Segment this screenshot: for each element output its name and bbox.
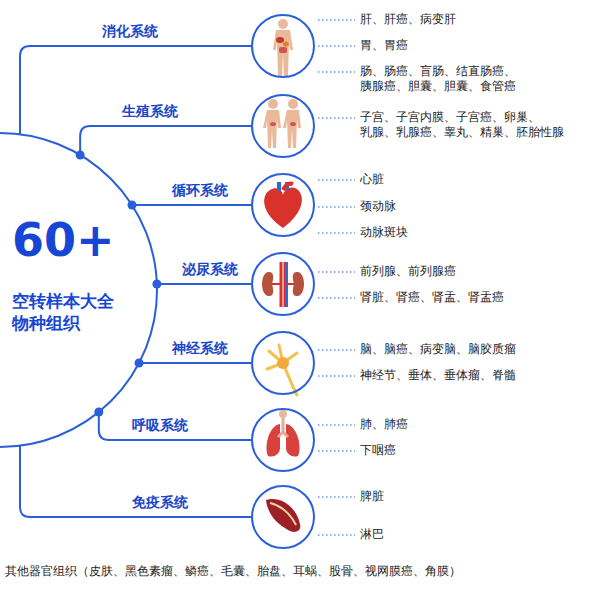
organ-list: 肺、肺癌 bbox=[360, 417, 565, 432]
organ-list: 前列腺、前列腺癌 bbox=[360, 264, 565, 279]
reproductive-icon bbox=[263, 99, 301, 148]
system-circle: 免疫系统 bbox=[251, 485, 315, 549]
spleen-icon bbox=[266, 499, 300, 532]
organ-list: 脾脏 bbox=[360, 489, 565, 504]
body-icon bbox=[273, 19, 293, 76]
system-heading: 呼吸系统 bbox=[132, 416, 188, 434]
hub-arc-line bbox=[0, 133, 157, 447]
organ-list: 子宫、子宫内膜、子宫癌、卵巢、 乳腺、乳腺癌、睾丸、精巢、胚胎性腺 bbox=[360, 110, 565, 140]
system-circle: 呼吸系统 bbox=[251, 408, 315, 472]
organ-list: 动脉斑块 bbox=[360, 225, 565, 240]
branch-line bbox=[99, 412, 251, 440]
system-heading: 循环系统 bbox=[172, 181, 228, 199]
system-circle: 消化系统 bbox=[251, 14, 315, 78]
organ-list: 脑、脑癌、病变脑、脑胶质瘤 bbox=[360, 342, 565, 357]
leader-lines bbox=[318, 20, 355, 535]
organ-list: 肝、肝癌、病变肝 bbox=[360, 12, 565, 27]
lung-icon bbox=[267, 410, 300, 457]
heart-icon bbox=[264, 182, 302, 228]
organ-list: 淋巴 bbox=[360, 527, 565, 542]
branch-line bbox=[139, 362, 251, 364]
system-circle: 泌尿系统 bbox=[251, 252, 315, 316]
system-heading: 泌尿系统 bbox=[182, 260, 238, 278]
system-circle: 生殖系统 bbox=[251, 94, 315, 158]
branch-line bbox=[132, 204, 251, 206]
system-heading: 生殖系统 bbox=[122, 102, 178, 120]
footnote: 其他器官组织（皮肤、黑色素瘤、鳞癌、毛囊、胎盘、耳蜗、股骨、视网膜癌、角膜） bbox=[5, 564, 597, 579]
organ-list: 肾脏、肾癌、肾盂、肾盂癌 bbox=[360, 290, 565, 305]
kidney-icon bbox=[262, 262, 304, 307]
hub-semicircle: 60+空转样本大全 物种组织消化系统生殖系统循环系统泌尿系统神经系统呼吸系统免疫… bbox=[0, 60, 170, 540]
system-circle: 神经系统 bbox=[251, 331, 315, 395]
organ-list: 心脏 bbox=[360, 172, 565, 187]
system-heading: 神经系统 bbox=[172, 339, 228, 357]
organ-list: 下咽癌 bbox=[360, 443, 565, 458]
branch-line bbox=[20, 446, 251, 517]
branch-line bbox=[80, 126, 251, 155]
organ-list: 颈动脉 bbox=[360, 199, 565, 214]
branch-line bbox=[157, 283, 251, 285]
organ-list: 肠、肠癌、盲肠、结直肠癌、 胰腺癌、胆囊、胆囊、食管癌 bbox=[360, 64, 565, 94]
system-heading: 消化系统 bbox=[102, 22, 158, 40]
hub-number: 60+ bbox=[12, 214, 115, 266]
organ-list: 胃、胃癌 bbox=[360, 38, 565, 53]
branch-line bbox=[20, 46, 251, 134]
neuron-icon bbox=[267, 345, 297, 395]
system-circle: 循环系统 bbox=[251, 173, 315, 237]
circle-grounds bbox=[252, 15, 314, 548]
system-heading: 免疫系统 bbox=[132, 493, 188, 511]
organ-list: 神经节、垂体、垂体瘤、脊髓 bbox=[360, 368, 565, 383]
hub-subtitle: 空转样本大全 物种组织 bbox=[12, 290, 124, 334]
